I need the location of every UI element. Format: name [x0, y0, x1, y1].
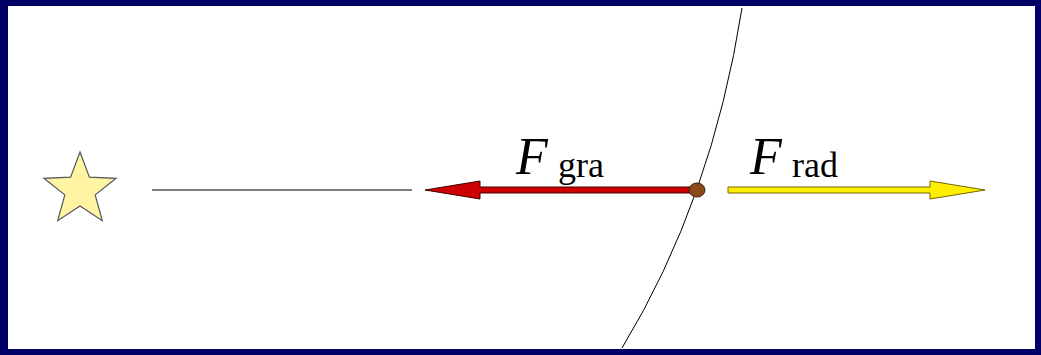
- force-symbol: F: [516, 131, 548, 183]
- force-subscript: rad: [792, 147, 838, 183]
- force-subscript: gra: [558, 147, 604, 183]
- gravity-arrow: [425, 181, 690, 199]
- dust-grain: [689, 183, 705, 197]
- radiation-arrow: [728, 181, 985, 199]
- slide-panel: [8, 6, 1035, 349]
- force-symbol: F: [750, 131, 782, 183]
- orbit-arc: [622, 8, 742, 348]
- radius-line: [152, 190, 412, 191]
- star-symbol: [44, 152, 116, 221]
